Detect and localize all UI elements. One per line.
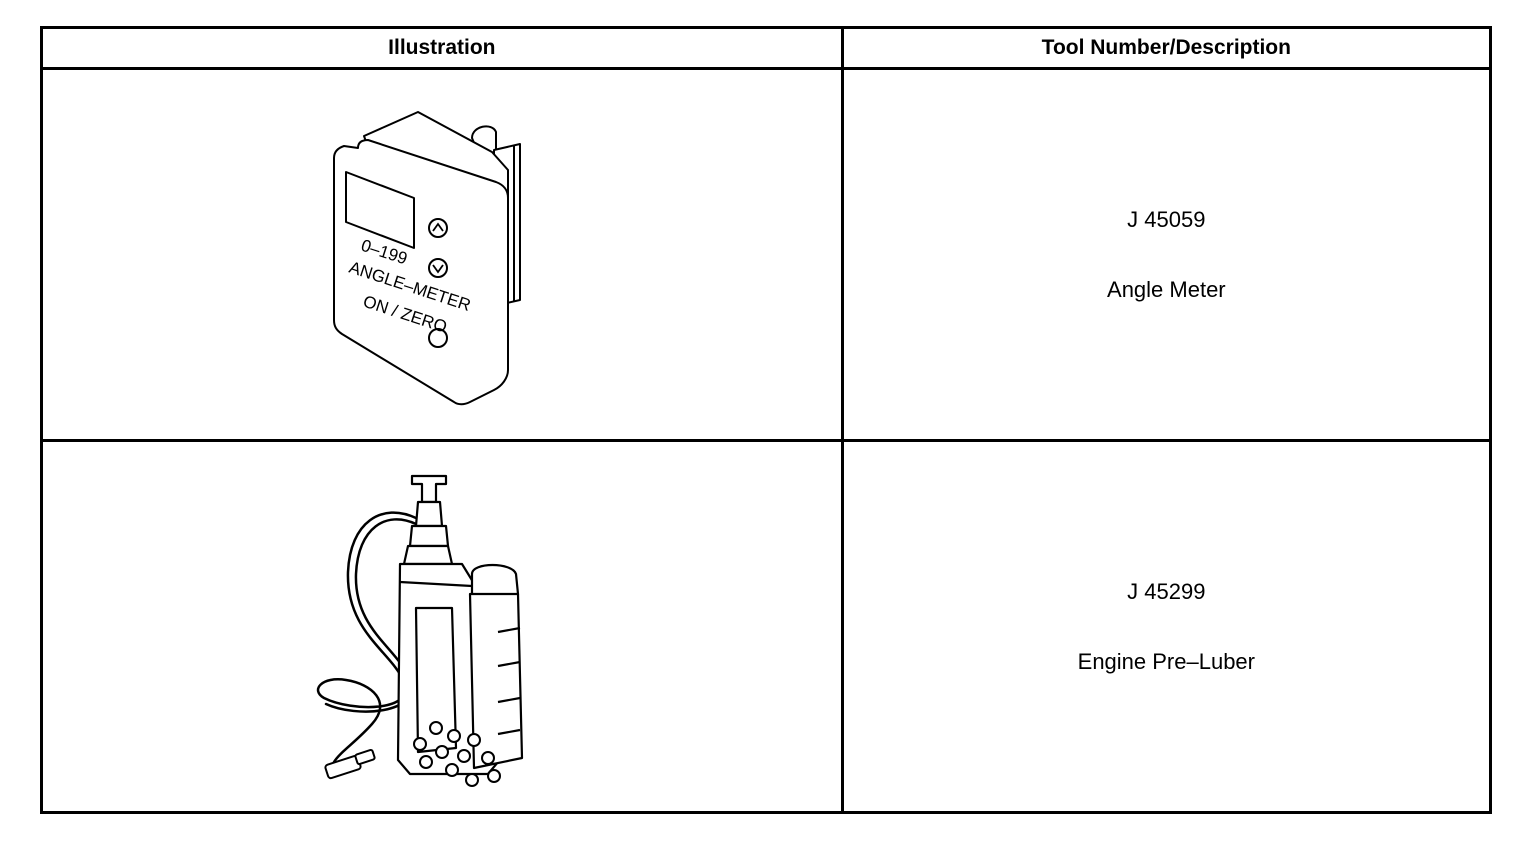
- tool-description: Engine Pre–Luber: [1077, 648, 1255, 674]
- table-row: J 45299 Engine Pre–Luber: [40, 439, 1493, 814]
- header-illustration: Illustration: [40, 26, 844, 70]
- illustration-cell: 0–199 ANGLE–METER ON / ZERO: [40, 67, 844, 442]
- angle-meter-drawing-icon: 0–199 ANGLE–METER ON / ZERO: [332, 110, 521, 405]
- engine-pre-luber-drawing-icon: [316, 474, 523, 787]
- table-header-row: Illustration Tool Number/Description: [40, 26, 1493, 70]
- special-tools-table: Illustration Tool Number/Description: [40, 26, 1493, 814]
- tool-number: J 45299: [1127, 578, 1206, 604]
- tool-description: Angle Meter: [1107, 276, 1226, 302]
- table-row: 0–199 ANGLE–METER ON / ZERO J 45059 Angl…: [40, 67, 1493, 442]
- illustration-cell: [40, 439, 844, 814]
- tool-description-cell: J 45059 Angle Meter: [840, 67, 1493, 442]
- header-tool-description: Tool Number/Description: [840, 26, 1493, 70]
- tool-number: J 45059: [1127, 206, 1206, 232]
- tool-description-cell: J 45299 Engine Pre–Luber: [840, 439, 1493, 814]
